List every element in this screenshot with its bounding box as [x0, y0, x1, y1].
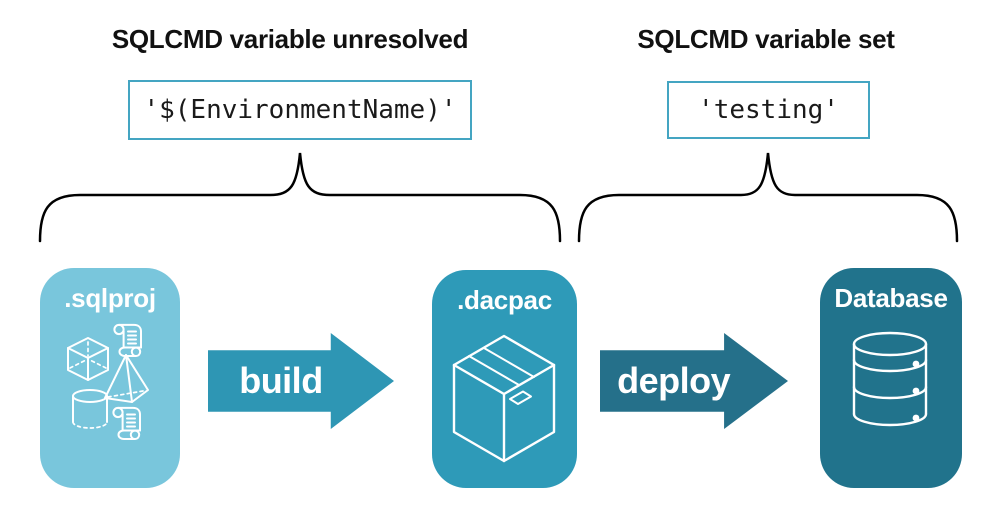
scroll-icon [112, 406, 141, 440]
database-label: Database [834, 283, 948, 313]
right-brace [577, 152, 959, 243]
sql-objects-icons [67, 323, 149, 440]
code-environment-name: '$(EnvironmentName)' [143, 95, 457, 125]
database-cylinder-icon [852, 331, 928, 427]
deploy-arrow-label: deploy [617, 360, 731, 401]
dacpac-label: .dacpac [457, 285, 552, 315]
dacpac-node: .dacpac [432, 270, 577, 488]
database-node: Database [820, 268, 962, 488]
code-box-set: 'testing' [667, 81, 870, 139]
code-testing-value: 'testing' [698, 95, 839, 125]
build-arrow-label: build [239, 360, 323, 401]
heading-variable-unresolved: SQLCMD variable unresolved [111, 24, 469, 54]
pyramid-icon [104, 354, 149, 403]
cylinder-icon [72, 389, 108, 429]
sqlproj-node: .sqlproj [40, 268, 180, 488]
scroll-icon [113, 323, 142, 357]
sqlproj-label: .sqlproj [64, 283, 156, 313]
package-box-icon [452, 334, 556, 463]
deploy-arrow: deploy [600, 333, 788, 429]
cube-icon [67, 337, 109, 381]
heading-variable-set: SQLCMD variable set [637, 24, 895, 54]
left-brace [38, 152, 562, 243]
build-arrow: build [208, 333, 394, 429]
code-box-unresolved: '$(EnvironmentName)' [128, 80, 472, 140]
